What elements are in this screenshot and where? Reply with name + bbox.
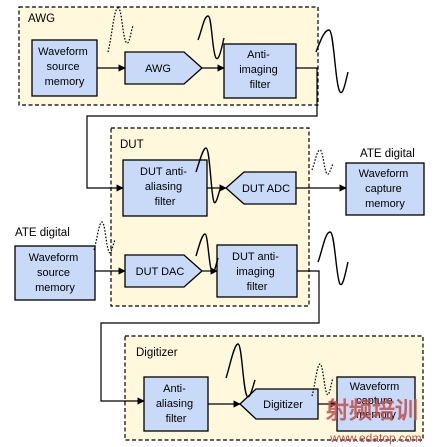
sine-waveform-icon-dut-dac-output bbox=[195, 233, 219, 274]
ate-digital-right-label: ATE digital bbox=[360, 148, 415, 160]
dut-anti-aliasing-filter-label: DUT anti- aliasing filter bbox=[140, 166, 190, 208]
wire-awg-filter-to-dut bbox=[86, 67, 318, 192]
digitizer-capture-memory-label: Waveform capture memory bbox=[350, 381, 403, 421]
awg-anti-imaging-filter-label: Anti- imaging filter bbox=[239, 49, 281, 91]
sine-waveform-icon-awg-output bbox=[197, 15, 225, 60]
sine-waveform-icon-digitizer-filter-output bbox=[225, 343, 256, 398]
digitizer-block-label: Digitizer bbox=[263, 399, 303, 411]
ate-waveform-source-memory-block: Waveform source memory bbox=[14, 245, 96, 301]
watermark-logo-text: 射频培训 bbox=[325, 397, 418, 423]
sine-waveform-icon-dut-filter-to-digitizer bbox=[317, 231, 349, 286]
site-watermark: 射频培训 www.edatop.com bbox=[325, 397, 422, 445]
sine-waveform-icon-dut-filter-output bbox=[195, 147, 222, 204]
waveform-capture-memory-block: Waveform capture memory bbox=[345, 162, 425, 216]
waveform-sketches bbox=[93, 7, 349, 398]
wire-dut-filter-to-digitizer bbox=[100, 270, 320, 405]
dut-anti-imaging-filter-block: DUT anti- imaging filter bbox=[216, 244, 298, 298]
ate-waveform-source-memory-label: Waveform source memory bbox=[29, 252, 82, 294]
awg-block: AWG bbox=[124, 51, 203, 85]
stepped-waveform-icon-ate-source-output bbox=[93, 221, 116, 254]
sine-waveform-icon-awg-filter-output bbox=[315, 29, 349, 94]
digitizer-anti-aliasing-filter-label: Anti- aliasing filter bbox=[156, 383, 196, 425]
ate-digital-left-label: ATE digital bbox=[15, 227, 70, 239]
awg-source-memory-block: Waveform source memory bbox=[31, 39, 98, 97]
dut-anti-aliasing-filter-block: DUT anti- aliasing filter bbox=[122, 159, 208, 217]
awg-source-memory-label: Waveform source memory bbox=[38, 46, 91, 88]
watermark-url: www.edatop.com bbox=[329, 431, 421, 445]
dut-adc-label: DUT ADC bbox=[242, 183, 290, 195]
dut-dac-label: DUT DAC bbox=[136, 266, 185, 278]
awg-block-label: AWG bbox=[145, 63, 171, 75]
dut-anti-imaging-filter-label: DUT anti- imaging filter bbox=[232, 251, 282, 293]
dut-adc-block: DUT ADC bbox=[225, 171, 297, 205]
digitizer-group-label: Digitizer bbox=[136, 347, 178, 359]
digitizer-anti-aliasing-filter-block: Anti- aliasing filter bbox=[143, 376, 209, 432]
stepped-waveform-icon-dut-adc-output bbox=[311, 149, 334, 175]
awg-anti-imaging-filter-block: Anti- imaging filter bbox=[223, 43, 297, 99]
stepped-waveform-icon-digitizer-output bbox=[311, 363, 334, 397]
dut-dac-block: DUT DAC bbox=[124, 254, 203, 288]
digitizer-block: Digitizer bbox=[239, 388, 319, 420]
awg-group-label: AWG bbox=[28, 13, 55, 25]
dut-group-label: DUT bbox=[120, 139, 144, 151]
digitizer-capture-memory-block: Waveform capture memory bbox=[336, 376, 416, 432]
waveform-capture-memory-label: Waveform capture memory bbox=[359, 168, 412, 210]
